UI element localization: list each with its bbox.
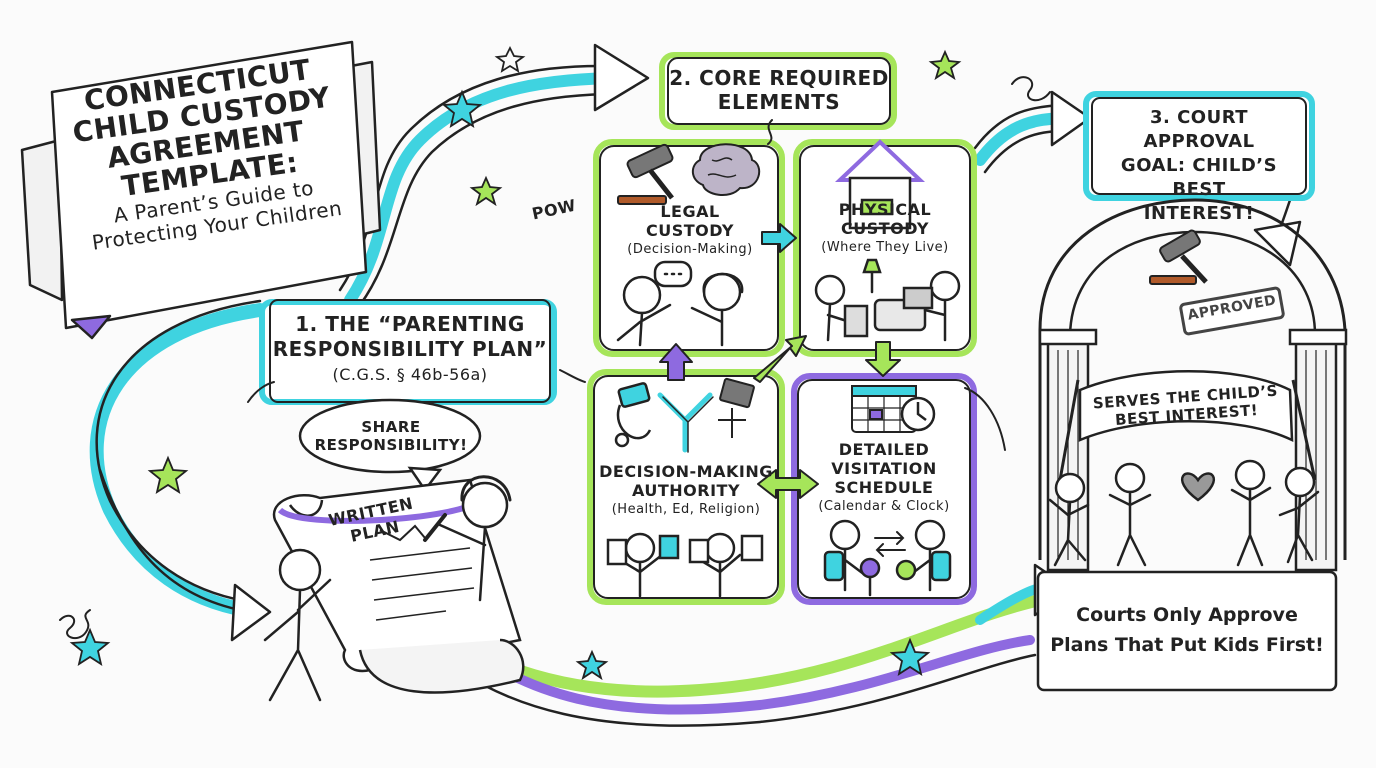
book-icon	[718, 377, 755, 438]
visitation-text: Detailed Visitation Schedule (Calendar &…	[800, 440, 968, 516]
gavel-icon-court	[1149, 229, 1208, 285]
courts-line1: Courts Only Approve	[1076, 604, 1298, 626]
legal-parents	[616, 260, 744, 347]
stethoscope-icon	[614, 382, 652, 448]
courts-text: Courts Only Approve Plans That Put Kids …	[1044, 600, 1330, 660]
physical-moving	[814, 258, 961, 342]
step2-line1: 2. Core Required	[669, 66, 889, 90]
step1-line2: Responsibility Plan”	[272, 337, 548, 361]
legal-text: Legal Custody (Decision-Making)	[604, 202, 776, 259]
legal-line2: Custody	[646, 221, 734, 240]
star-icon	[494, 45, 526, 73]
decision-text: Decision-Making Authority (Health, Ed, R…	[596, 462, 776, 519]
written-plan-scroll	[272, 478, 525, 694]
decision-parents	[606, 532, 764, 598]
star-icon	[575, 649, 609, 681]
star-icon	[441, 89, 483, 128]
panel-arrows	[659, 223, 901, 499]
decision-line2: Authority	[631, 481, 741, 500]
flow-path	[89, 43, 1302, 727]
decision-line3: (Health, Ed, Religion)	[611, 502, 761, 517]
calendar-icon	[851, 385, 917, 433]
approved-stamp	[1179, 286, 1285, 336]
star-icon	[928, 49, 962, 81]
star-icon	[147, 455, 189, 494]
decision-line1: Decision-Making	[599, 462, 773, 481]
step3-text: 3. Court Approval Goal: Child’s Best Int…	[1094, 106, 1304, 226]
courts-box	[1036, 570, 1338, 692]
legal-line3: (Decision-Making)	[627, 242, 753, 257]
physical-line3: (Where They Live)	[821, 240, 949, 255]
title-banner	[20, 40, 382, 340]
physical-line2: Custody	[841, 219, 929, 238]
step2-text: 2. Core Required Elements	[668, 66, 890, 114]
swirl-lines	[59, 76, 1051, 640]
decorative-stars	[69, 45, 962, 681]
fork-arrow	[657, 392, 714, 453]
step1-line3: (C.G.S. § 46b-56a)	[332, 365, 488, 384]
step1-text: 1. The “Parenting Responsibility Plan” (…	[272, 312, 548, 387]
speech-line2: Responsibility!	[314, 436, 468, 454]
physical-line1: Physical	[838, 200, 932, 219]
speech-bubble	[298, 398, 482, 493]
visitation-line2: Visitation	[831, 459, 937, 478]
physical-text: Physical Custody (Where They Live)	[802, 200, 968, 257]
house-icon	[834, 139, 926, 230]
brain-icon	[691, 143, 761, 196]
speech-text: Share Responsibility!	[306, 418, 476, 454]
speech-line1: Share	[361, 418, 421, 436]
star-icon	[889, 637, 931, 676]
step3-box	[1083, 91, 1315, 201]
gavel-icon	[617, 143, 674, 205]
step3-line3: Interest!	[1143, 203, 1255, 224]
clock-icon	[900, 396, 936, 432]
best-interest-banner	[1058, 370, 1317, 481]
courts-line2: Plans That Put Kids First!	[1050, 634, 1324, 656]
step2-title-box	[659, 52, 897, 130]
visitation-figures	[823, 519, 952, 597]
step3-line2: Goal: Child’s Best	[1120, 155, 1278, 200]
step1-line1: 1. The “Parenting	[295, 312, 525, 336]
step2-line2: Elements	[717, 90, 841, 114]
happy-children	[1048, 459, 1320, 567]
court-arch	[1038, 198, 1348, 572]
star-icon	[469, 175, 503, 207]
visitation-line4: (Calendar & Clock)	[818, 499, 950, 514]
step3-line1: 3. Court Approval	[1143, 107, 1255, 152]
visitation-line3: Schedule	[834, 478, 934, 497]
heart-icon	[1181, 472, 1215, 502]
legal-line1: Legal	[660, 202, 720, 221]
parents-signing	[263, 475, 512, 702]
star-icon	[69, 627, 111, 666]
visitation-line1: Detailed	[838, 440, 930, 459]
